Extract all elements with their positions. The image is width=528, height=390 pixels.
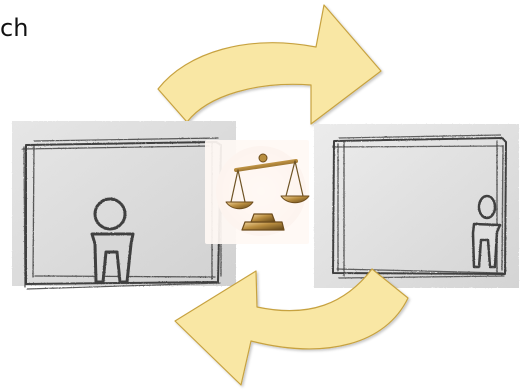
left-sketch-frame <box>12 121 236 289</box>
top-curved-arrow <box>158 5 381 124</box>
curved-arrow-left-icon <box>175 269 408 385</box>
right-sketch-paper <box>314 124 519 288</box>
center-balance-scale <box>205 140 309 244</box>
bottom-curved-arrow <box>175 269 408 385</box>
curved-arrow-right-icon <box>158 5 381 124</box>
right-sketch-frame <box>314 124 519 288</box>
